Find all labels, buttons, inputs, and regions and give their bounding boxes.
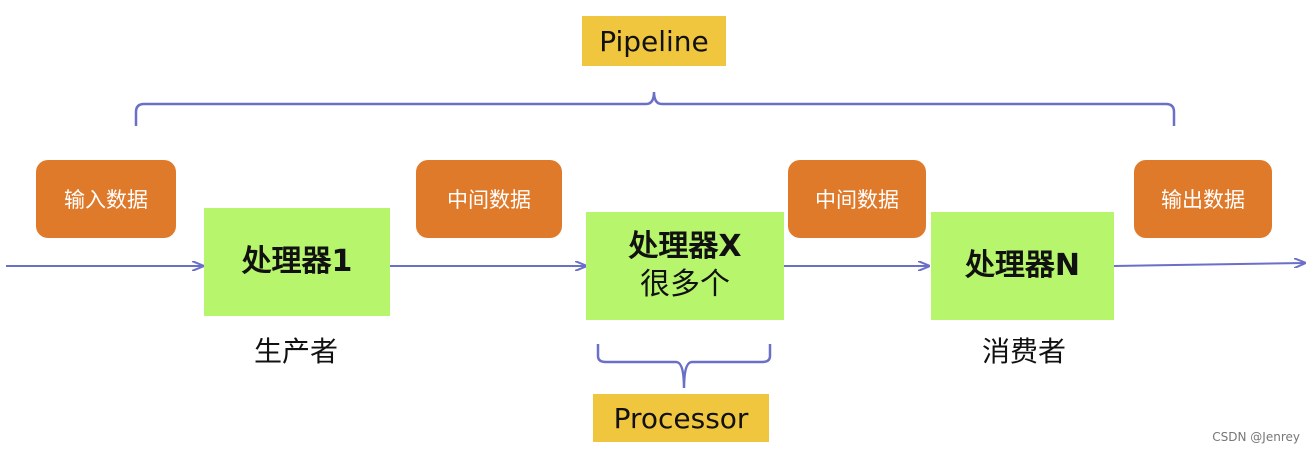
watermark: CSDN @Jenrey <box>1212 430 1300 444</box>
consumer-label: 消费者 <box>981 335 1066 368</box>
pipeline-bracket <box>134 91 1176 126</box>
processor-n-title: 处理器N <box>964 248 1081 283</box>
processor-x-subtitle: 很多个 <box>640 267 730 302</box>
processor-n-box: 处理器N <box>931 212 1114 320</box>
intermediate-data-box-2: 中间数据 <box>788 160 926 238</box>
processor-1-box: 处理器1 <box>204 208 390 316</box>
processor-x-title: 处理器X <box>628 229 742 264</box>
processor-1-title: 处理器1 <box>241 244 353 279</box>
processor-x-box: 处理器X 很多个 <box>586 212 784 320</box>
output-data-box: 输出数据 <box>1134 160 1272 238</box>
processor-bracket <box>596 344 772 389</box>
pipeline-label: Pipeline <box>582 16 726 66</box>
producer-label: 生产者 <box>253 335 338 368</box>
flow-arrow-output <box>1113 263 1304 266</box>
input-data-box: 输入数据 <box>36 160 176 238</box>
processor-label: Processor <box>593 394 769 442</box>
intermediate-data-box-1: 中间数据 <box>416 160 562 238</box>
